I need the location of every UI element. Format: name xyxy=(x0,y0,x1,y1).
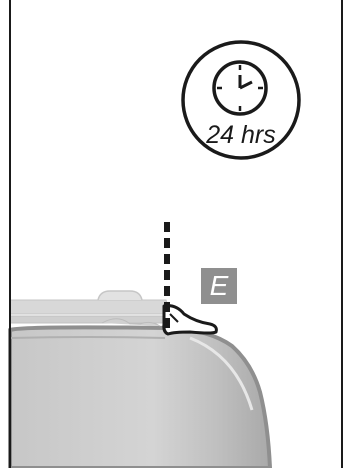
vehicle-roof xyxy=(8,325,273,468)
rail-foot-clamp xyxy=(162,304,218,336)
step-callout-badge: E xyxy=(201,268,237,304)
roof-rail xyxy=(9,290,171,327)
duration-label: 24 hrs xyxy=(205,121,275,149)
clock-icon: 24 hrs xyxy=(181,40,301,160)
